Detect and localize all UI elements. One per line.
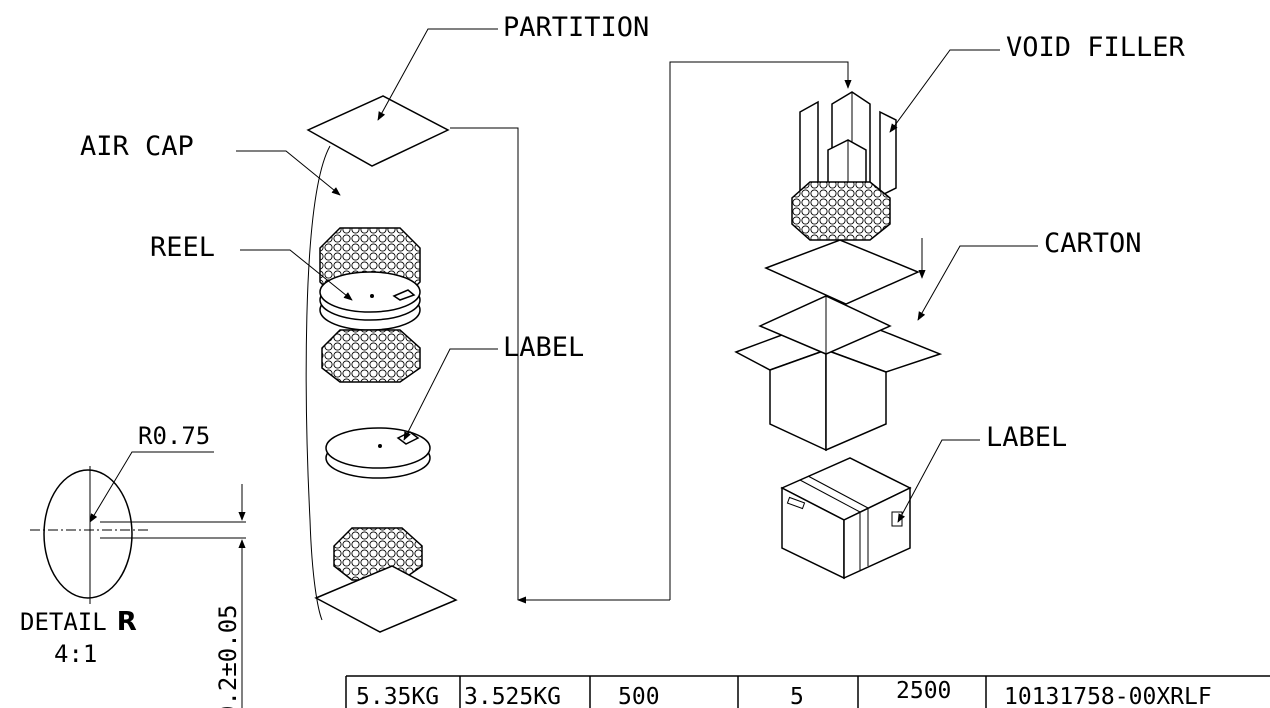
table-cell-net-weight: 3.525KG <box>464 684 561 708</box>
air-cap-label: AIR CAP <box>80 131 194 162</box>
carton-label: CARTON <box>1044 228 1142 259</box>
bubble-pad-middle <box>321 329 421 383</box>
radius-label: R0.75 <box>138 422 210 450</box>
dimension-label: 0.2±0.05 <box>214 604 242 708</box>
spec-table <box>345 675 1270 708</box>
flow-connector <box>450 127 519 600</box>
table-cell-gross-weight: 5.35KG <box>356 684 439 708</box>
label-right-label: LABEL <box>986 422 1067 453</box>
reel-label: REEL <box>150 232 215 263</box>
partition-sheet-bottom <box>314 565 458 633</box>
label-left-label: LABEL <box>503 332 584 363</box>
reel-stack <box>319 271 421 331</box>
partition-sheet <box>306 95 450 167</box>
open-carton <box>734 295 943 452</box>
single-reel <box>325 427 431 479</box>
carton-partition-sheet <box>764 239 920 305</box>
table-cell-qty-reel: 500 <box>618 684 660 708</box>
closed-carton <box>780 457 912 580</box>
void-filler-bubble-pad <box>791 181 891 241</box>
table-cell-part-number: 10131758-00XRLF <box>1004 684 1212 708</box>
table-cell-reels: 5 <box>790 684 804 708</box>
air-cap-wrap-outline <box>305 145 331 621</box>
detail-r-view <box>30 466 246 708</box>
void-filler-label: VOID FILLER <box>1006 32 1186 63</box>
partition-label: PARTITION <box>503 12 649 43</box>
table-cell-qty-carton: 2500 <box>896 678 951 704</box>
detail-scale: 4:1 <box>54 640 97 668</box>
